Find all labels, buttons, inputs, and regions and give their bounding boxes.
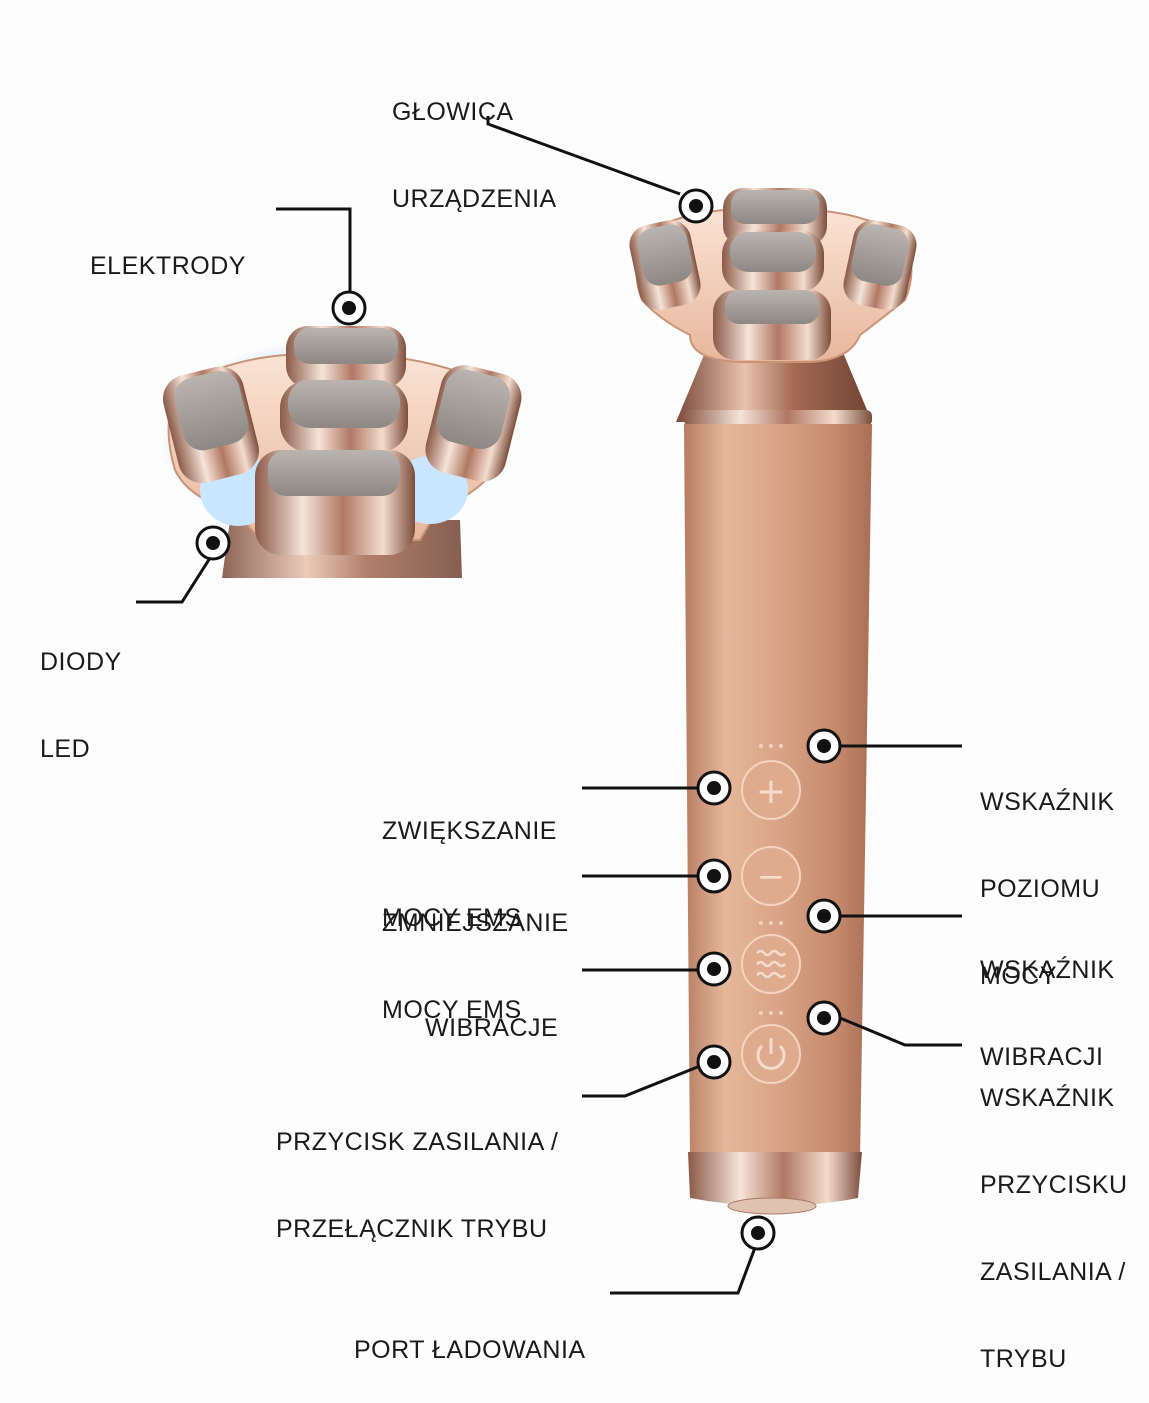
indicator-dots-power-level	[759, 744, 783, 748]
marker-power	[696, 1044, 732, 1080]
marker-vibration-ind	[806, 898, 842, 934]
callout-markers	[195, 188, 842, 1251]
power-icon	[756, 1038, 786, 1070]
marker-ems-up	[696, 770, 732, 806]
marker-power-ind	[806, 1000, 842, 1036]
head-electrodes	[629, 188, 917, 360]
button-panel: + −	[741, 744, 801, 1084]
device-main: + −	[629, 188, 917, 1215]
marker-power-level	[806, 728, 842, 764]
ems-plus-button[interactable]	[741, 760, 801, 820]
callout-line-power-ind	[839, 1016, 962, 1047]
label-leds: DIODY LED	[40, 648, 122, 763]
label-ems-down: ZMNIEJSZANIE MOCY EMS	[382, 909, 569, 1024]
callout-line-power	[582, 1064, 701, 1098]
callouts	[136, 116, 962, 1295]
head-closeup	[160, 326, 522, 578]
marker-vibration	[696, 951, 732, 987]
callout-line-charging	[610, 1244, 758, 1295]
handle-top-rim	[684, 410, 872, 426]
device-diagram: + −	[136, 116, 962, 1295]
indicator-dots-vibration	[759, 921, 783, 925]
marker-ems-down	[696, 858, 732, 894]
device-neck	[676, 350, 872, 422]
marker-head	[678, 188, 714, 224]
closeup-electrodes	[162, 326, 522, 555]
indicator-dots-power	[759, 1011, 783, 1015]
ems-minus-button[interactable]	[741, 846, 801, 906]
label-charging: PORT ŁADOWANIA	[354, 1336, 586, 1364]
marker-charging	[740, 1215, 776, 1251]
label-power-ind: WSKAŹNIK PRZYCISKU ZASILANIA / TRYBU	[980, 1084, 1128, 1373]
label-vibration: WIBRACJE	[425, 1014, 559, 1042]
label-electrodes: ELEKTRODY	[90, 252, 246, 280]
marker-electrodes	[331, 290, 367, 326]
label-vibration-ind: WSKAŹNIK WIBRACJI	[980, 956, 1115, 1071]
vibration-icon	[756, 949, 786, 979]
label-head: GŁOWICA URZĄDZENIA	[392, 98, 557, 213]
plus-icon: +	[756, 771, 786, 812]
label-power: PRZYCISK ZASILANIA / PRZEŁĄCZNIK TRYBU	[276, 1128, 559, 1243]
charging-port-shape	[727, 1197, 817, 1215]
callout-line-leds	[136, 557, 212, 604]
label-ems-up: ZWIĘKSZANIE MOCY EMS	[382, 817, 557, 932]
minus-icon: −	[757, 857, 786, 897]
handle-bottom-band	[688, 1152, 862, 1206]
marker-leds	[195, 525, 231, 561]
callout-line-head	[486, 116, 681, 196]
callout-line-electrodes	[276, 207, 352, 294]
label-power-level: WSKAŹNIK POZIOMU MOCY	[980, 788, 1115, 990]
